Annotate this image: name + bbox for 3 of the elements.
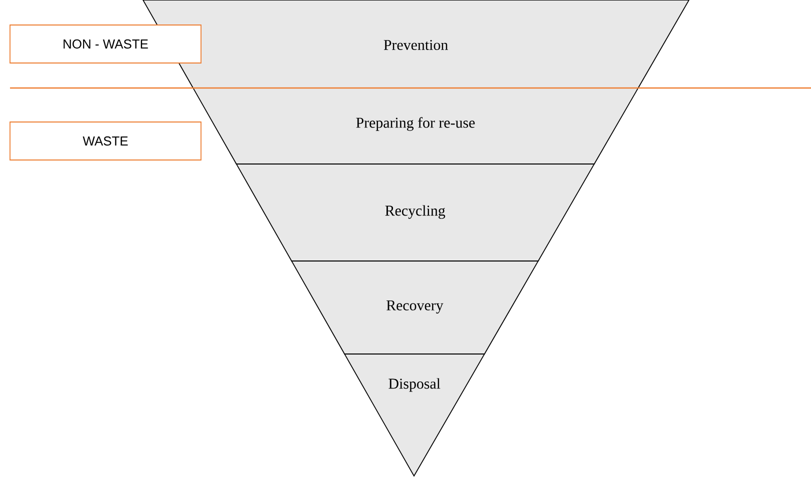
label-box: NON - WASTE [10, 24, 202, 64]
label-box: WASTE [10, 122, 202, 160]
hierarchy-band: Recycling [236, 164, 596, 262]
